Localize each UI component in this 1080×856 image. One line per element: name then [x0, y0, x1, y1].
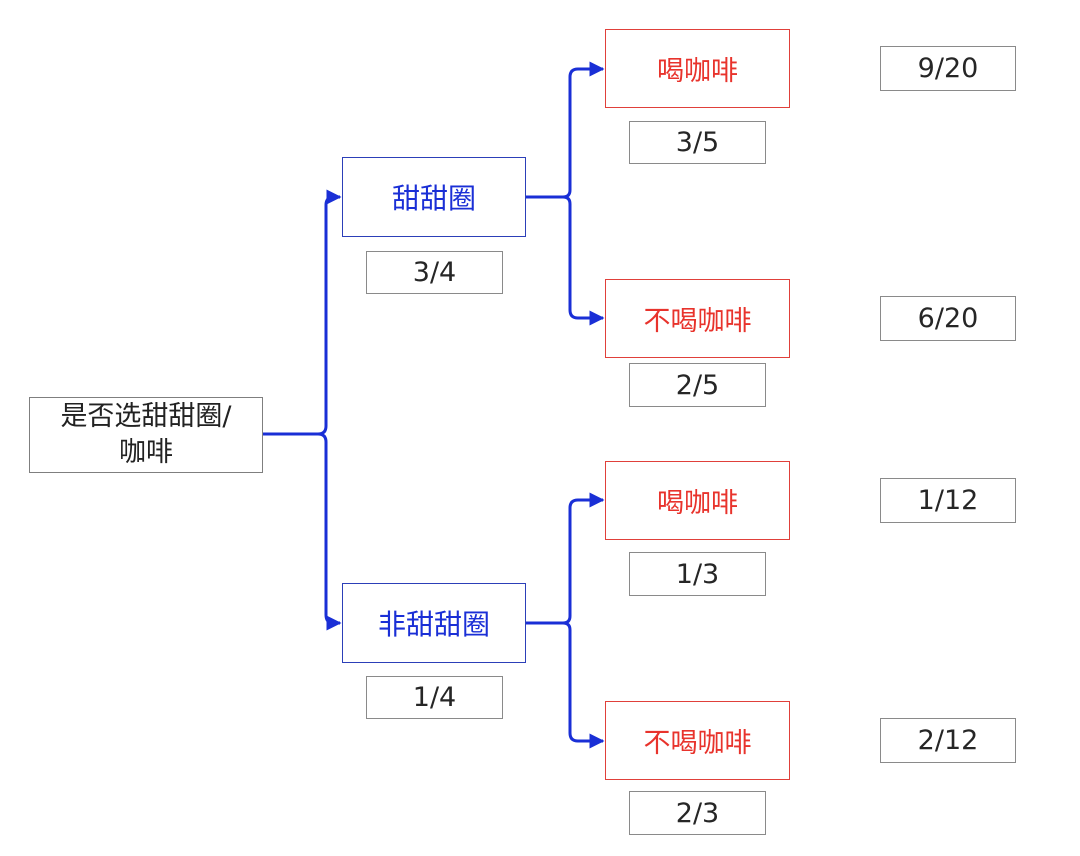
- node-donut-coffee: 喝咖啡: [605, 29, 790, 108]
- edge-nondonut-to-coffee: [562, 492, 605, 625]
- prob-donut: 3/4: [366, 251, 503, 294]
- prob-non-donut-no-coffee: 2/3: [629, 791, 766, 835]
- edge-nondonut-to-nocoffee: [562, 621, 605, 749]
- prob-donut-coffee: 3/5: [629, 121, 766, 164]
- root-node: 是否选甜甜圈/ 咖啡: [29, 397, 263, 473]
- joint-non-donut-no-coffee: 2/12: [880, 718, 1016, 763]
- edge-donut-to-coffee: [562, 61, 605, 199]
- edge-root-to-donut: [317, 189, 342, 436]
- joint-donut-coffee: 9/20: [880, 46, 1016, 91]
- node-non-donut-no-coffee: 不喝咖啡: [605, 701, 790, 780]
- edge-donut-to-nocoffee: [562, 195, 605, 326]
- node-non-donut-coffee: 喝咖啡: [605, 461, 790, 540]
- prob-non-donut-coffee: 1/3: [629, 552, 766, 596]
- node-donut-no-coffee: 不喝咖啡: [605, 279, 790, 358]
- joint-non-donut-coffee: 1/12: [880, 478, 1016, 523]
- prob-non-donut: 1/4: [366, 676, 503, 719]
- edge-root-to-nondonut: [317, 432, 342, 631]
- root-label-line2: 咖啡: [118, 437, 173, 468]
- node-donut: 甜甜圈: [342, 157, 526, 237]
- prob-donut-no-coffee: 2/5: [629, 363, 766, 407]
- joint-donut-no-coffee: 6/20: [880, 296, 1016, 341]
- node-non-donut: 非甜甜圈: [342, 583, 526, 663]
- root-label-line1: 是否选甜甜圈/: [60, 401, 232, 432]
